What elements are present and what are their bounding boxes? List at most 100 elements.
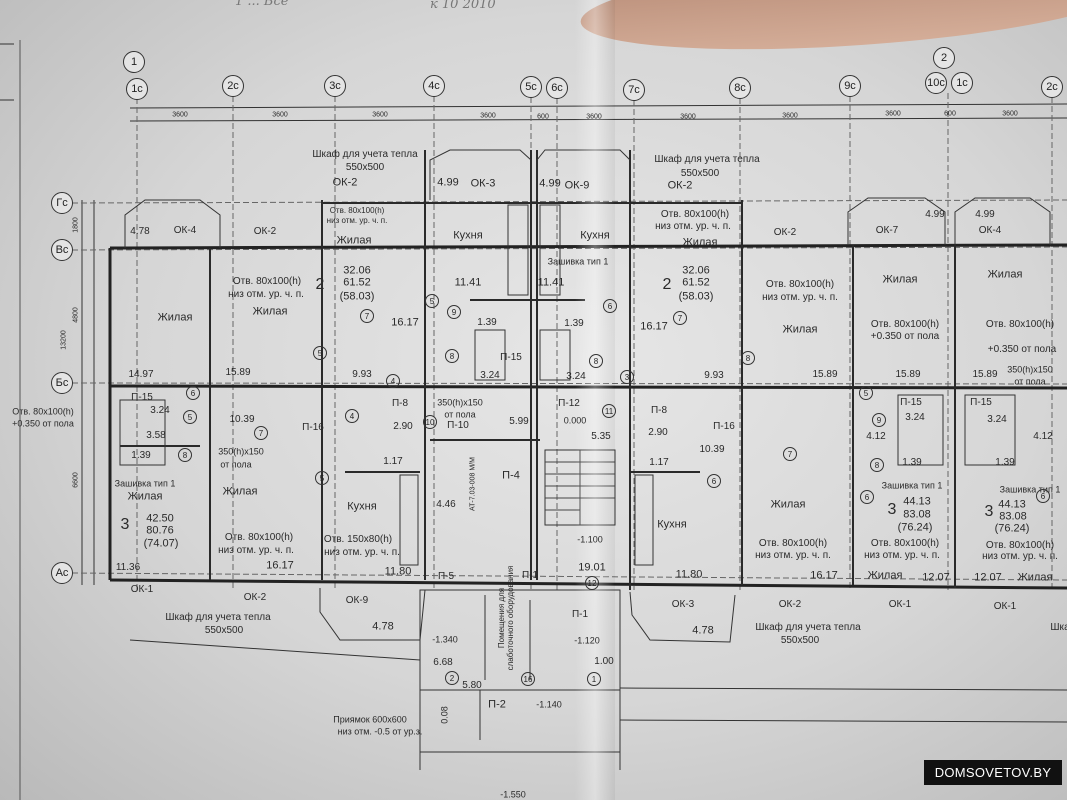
- plan-label: 1.39: [995, 457, 1015, 468]
- callout-marker: 5: [313, 346, 327, 360]
- plan-label: Приямок 600x600: [333, 714, 407, 725]
- plan-label: Жилая: [222, 485, 258, 498]
- dimension-label: 1800: [72, 217, 80, 233]
- plan-label: 83.08: [903, 508, 931, 521]
- plan-label: П-15: [970, 397, 992, 408]
- plan-label: ОК-2: [778, 599, 802, 610]
- plan-label: 10.39: [229, 414, 255, 425]
- plan-label: Кухня: [580, 229, 610, 242]
- plan-label: низ отм. -0.5 от ур.з.: [337, 726, 423, 737]
- plan-label: 4.78: [130, 226, 150, 237]
- plan-label: 80.76: [146, 524, 174, 537]
- callout-marker: 12: [585, 576, 599, 590]
- plan-label: 16.17: [391, 316, 419, 329]
- plan-label: Жилая: [770, 498, 806, 511]
- dimension-label: 600: [944, 110, 956, 118]
- plan-label: 15.89: [895, 369, 921, 380]
- plan-label: 350(h)x150: [437, 397, 483, 408]
- plan-label: -1.340: [432, 634, 458, 645]
- plan-label: 1.17: [383, 456, 403, 467]
- plan-label: -1.100: [577, 534, 603, 545]
- plan-label: 6.68: [433, 657, 453, 668]
- callout-marker: 3: [620, 370, 634, 384]
- plan-label: Кухня: [453, 229, 483, 242]
- grid-axis-marker: Бс: [51, 372, 73, 394]
- plan-label: -1.120: [574, 635, 600, 646]
- grid-axis-marker: 8с: [729, 77, 751, 99]
- plan-label: Жилая: [867, 569, 903, 582]
- plan-label: +0.350 от пола: [870, 331, 940, 342]
- plan-label: 61.52: [343, 276, 371, 289]
- plan-label: низ отм. ур. ч. п.: [228, 289, 304, 300]
- grid-axis-marker: 3с: [324, 75, 346, 97]
- plan-label: П-16: [713, 421, 735, 432]
- callout-marker: 6: [1036, 489, 1050, 503]
- plan-label: 1.39: [131, 450, 151, 461]
- plan-label: П-15: [131, 392, 153, 403]
- grid-axis-marker: 9с: [839, 75, 861, 97]
- plan-label: 4.78: [372, 620, 394, 633]
- plan-label: 61.52: [682, 276, 710, 289]
- callout-marker: 8: [589, 354, 603, 368]
- plan-label: 44.13: [903, 495, 931, 508]
- callout-marker: 8: [741, 351, 755, 365]
- plan-label: 1.39: [902, 457, 922, 468]
- plan-label: 4.99: [539, 177, 561, 190]
- plan-label: 32.06: [682, 264, 710, 277]
- callout-marker: 10: [423, 415, 437, 429]
- callout-marker: 5: [315, 471, 329, 485]
- plan-label: 4.99: [437, 176, 459, 189]
- plan-label: 11.41: [537, 276, 565, 289]
- callout-marker: 11: [602, 404, 616, 418]
- plan-label: Отв. 80x100(h): [12, 406, 74, 417]
- plan-label: П-10: [447, 420, 469, 431]
- plan-label: Кухня: [347, 500, 377, 513]
- plan-label: 9.93: [352, 369, 372, 380]
- plan-label: Жилая: [1017, 571, 1053, 584]
- callout-marker: 6: [860, 490, 874, 504]
- paper-fold: [575, 0, 615, 800]
- plan-label: низ отм. ур. ч. п.: [324, 547, 400, 558]
- callout-marker: 2: [445, 671, 459, 685]
- plan-label: (76.24): [897, 521, 933, 534]
- callout-marker: 5: [859, 386, 873, 400]
- plan-label: Отв. 80x100(h): [870, 538, 940, 549]
- plan-label: 32.06: [343, 264, 371, 277]
- plan-label: Отв. 80x100(h): [660, 209, 730, 220]
- plan-label: 9.93: [704, 370, 724, 381]
- plan-label: 2.90: [648, 427, 668, 438]
- callout-marker: 9: [447, 305, 461, 319]
- plan-label: 4.78: [692, 624, 714, 637]
- plan-label: Жилая: [127, 490, 163, 503]
- plan-label: ОК-7: [875, 225, 899, 236]
- plan-label: 3: [120, 516, 130, 533]
- grid-axis-marker: 10с: [925, 72, 947, 94]
- plan-label: Шка: [1050, 622, 1067, 633]
- plan-label: (58.03): [339, 290, 375, 303]
- watermark: DOMSOVETOV.BY: [924, 760, 1062, 785]
- plan-label: -1.550: [500, 789, 526, 800]
- plan-label: ОК-1: [993, 601, 1017, 612]
- callout-marker: 7: [360, 309, 374, 323]
- plan-label: 550x500: [345, 162, 385, 173]
- plan-label: низ отм. ур. ч. п.: [982, 551, 1058, 562]
- callout-marker: 9: [872, 413, 886, 427]
- callout-marker: 6: [707, 474, 721, 488]
- plan-label: 550x500: [680, 168, 720, 179]
- plan-label: ОК-9: [564, 179, 590, 192]
- plan-label: 11.36: [115, 562, 141, 573]
- grid-axis-marker: Ас: [51, 562, 73, 584]
- plan-label: 5.35: [591, 431, 611, 442]
- plan-label: 3.24: [987, 414, 1007, 425]
- plan-label: 4.46: [436, 499, 456, 510]
- plan-label: Отв. 80x100(h): [224, 532, 294, 543]
- plan-label: 12.07: [974, 571, 1002, 584]
- plan-label: 5.80: [462, 680, 482, 691]
- plan-label: П-15: [500, 352, 522, 363]
- plan-label: 5.99: [509, 416, 529, 427]
- plan-label: 14.97: [128, 369, 154, 380]
- plan-label: 44.13: [998, 498, 1026, 511]
- grid-axis-marker: 1с: [126, 78, 148, 100]
- grid-axis-marker: 1: [123, 51, 145, 73]
